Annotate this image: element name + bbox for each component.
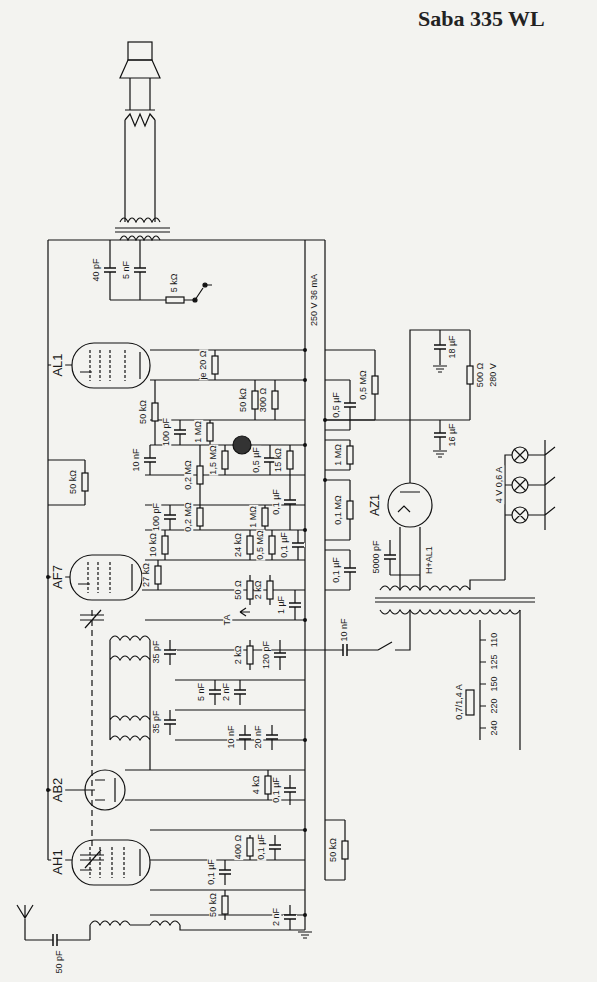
tube-label: AF7 — [51, 564, 65, 590]
component-value: 24 kΩ — [234, 532, 243, 558]
component-value: 1 MΩ — [249, 505, 258, 529]
component-value: 35 pF — [152, 639, 161, 664]
component-value: 4 V 0,6 A — [495, 466, 504, 505]
component-value: 1,5 MΩ — [209, 444, 218, 475]
component-value: 0,5 MΩ — [359, 369, 368, 400]
component-value: 35 pF — [152, 709, 161, 734]
component-value: 0,2 MΩ — [184, 459, 193, 490]
component-value: 50 kΩ — [209, 892, 218, 918]
component-value: 2 nF — [222, 682, 231, 702]
component-value: 2 kΩ — [254, 580, 263, 601]
component-value: 4 kΩ — [252, 775, 261, 796]
component-value: 10 nF — [132, 447, 141, 472]
component-value: 240 — [490, 719, 499, 736]
component-value: 2 nF — [272, 907, 281, 927]
component-value: 20 nF — [254, 724, 263, 749]
component-value: 50 kΩ — [239, 387, 248, 413]
component-value: 5 kΩ — [170, 273, 179, 294]
tube-label: AH1 — [51, 848, 65, 875]
component-value: 2 kΩ — [234, 645, 243, 666]
component-value: 16 µF — [448, 422, 457, 447]
component-value: 0,1 µF — [280, 531, 289, 559]
component-value: 0,1 µF — [257, 833, 266, 861]
component-value: 1 µF — [277, 595, 286, 615]
component-value: TA — [223, 614, 232, 627]
component-value: 50 pF — [55, 949, 64, 974]
component-value: 50 Ω — [234, 579, 243, 600]
component-value: 0,2 MΩ — [184, 501, 193, 532]
component-value: 0,5 µF — [332, 391, 341, 419]
component-value: 10 nF — [227, 724, 236, 749]
tube-label: AZ1 — [369, 493, 382, 517]
component-value: 220 — [490, 697, 499, 714]
component-value: 1 MΩ — [334, 443, 343, 467]
component-value: 5 nF — [122, 260, 131, 280]
component-value: 18 µF — [448, 334, 457, 359]
component-value: 100 pF — [152, 502, 161, 532]
component-value: 1 MΩ — [194, 420, 203, 444]
component-value: 0,7/1,4 A — [455, 683, 464, 721]
component-value: 5000 pF — [372, 539, 381, 574]
component-value: 0,1 µF — [332, 556, 341, 584]
component-symbols — [53, 268, 473, 947]
component-value: 10 kΩ — [149, 532, 158, 558]
component-value: 250 V 36 mA — [310, 273, 319, 327]
component-value: je 20 Ω — [199, 350, 208, 381]
component-value: 280 V — [489, 362, 498, 388]
component-value: 125 — [490, 653, 499, 670]
component-value: 0,5 µF — [252, 446, 261, 474]
component-value: 15 kΩ — [274, 447, 283, 473]
component-value: 0,1 µF — [207, 858, 216, 886]
junction-dots — [46, 348, 327, 917]
component-value: 0,1 µF — [272, 488, 281, 516]
component-value: H+AL1 — [425, 545, 434, 575]
component-value: 150 — [490, 675, 499, 692]
component-value: 10 nF — [340, 617, 349, 642]
component-value: 300 Ω — [259, 387, 268, 413]
tube-label: AL1 — [51, 352, 65, 377]
component-value: 400 Ω — [234, 834, 243, 860]
component-value: 500 Ω — [476, 362, 485, 388]
diagram-title: Saba 335 WL — [418, 6, 545, 32]
component-value: 27 kΩ — [142, 562, 151, 588]
wiring — [17, 42, 555, 940]
component-value: 100 pF — [162, 417, 171, 447]
component-value: 120 pF — [262, 640, 271, 670]
component-value: 110 — [490, 632, 499, 648]
component-value: 50 kΩ — [329, 837, 338, 863]
tube-label: AB2 — [51, 777, 65, 804]
component-value: 50 kΩ — [69, 469, 78, 495]
component-value: 0,5 MΩ — [256, 529, 265, 560]
component-value: 0,1 MΩ — [334, 494, 343, 525]
component-value: 0,1 µF — [272, 776, 281, 804]
component-value: 5 nF — [197, 682, 206, 702]
component-value: 40 pF — [92, 257, 101, 282]
component-value: 50 kΩ — [139, 399, 148, 425]
